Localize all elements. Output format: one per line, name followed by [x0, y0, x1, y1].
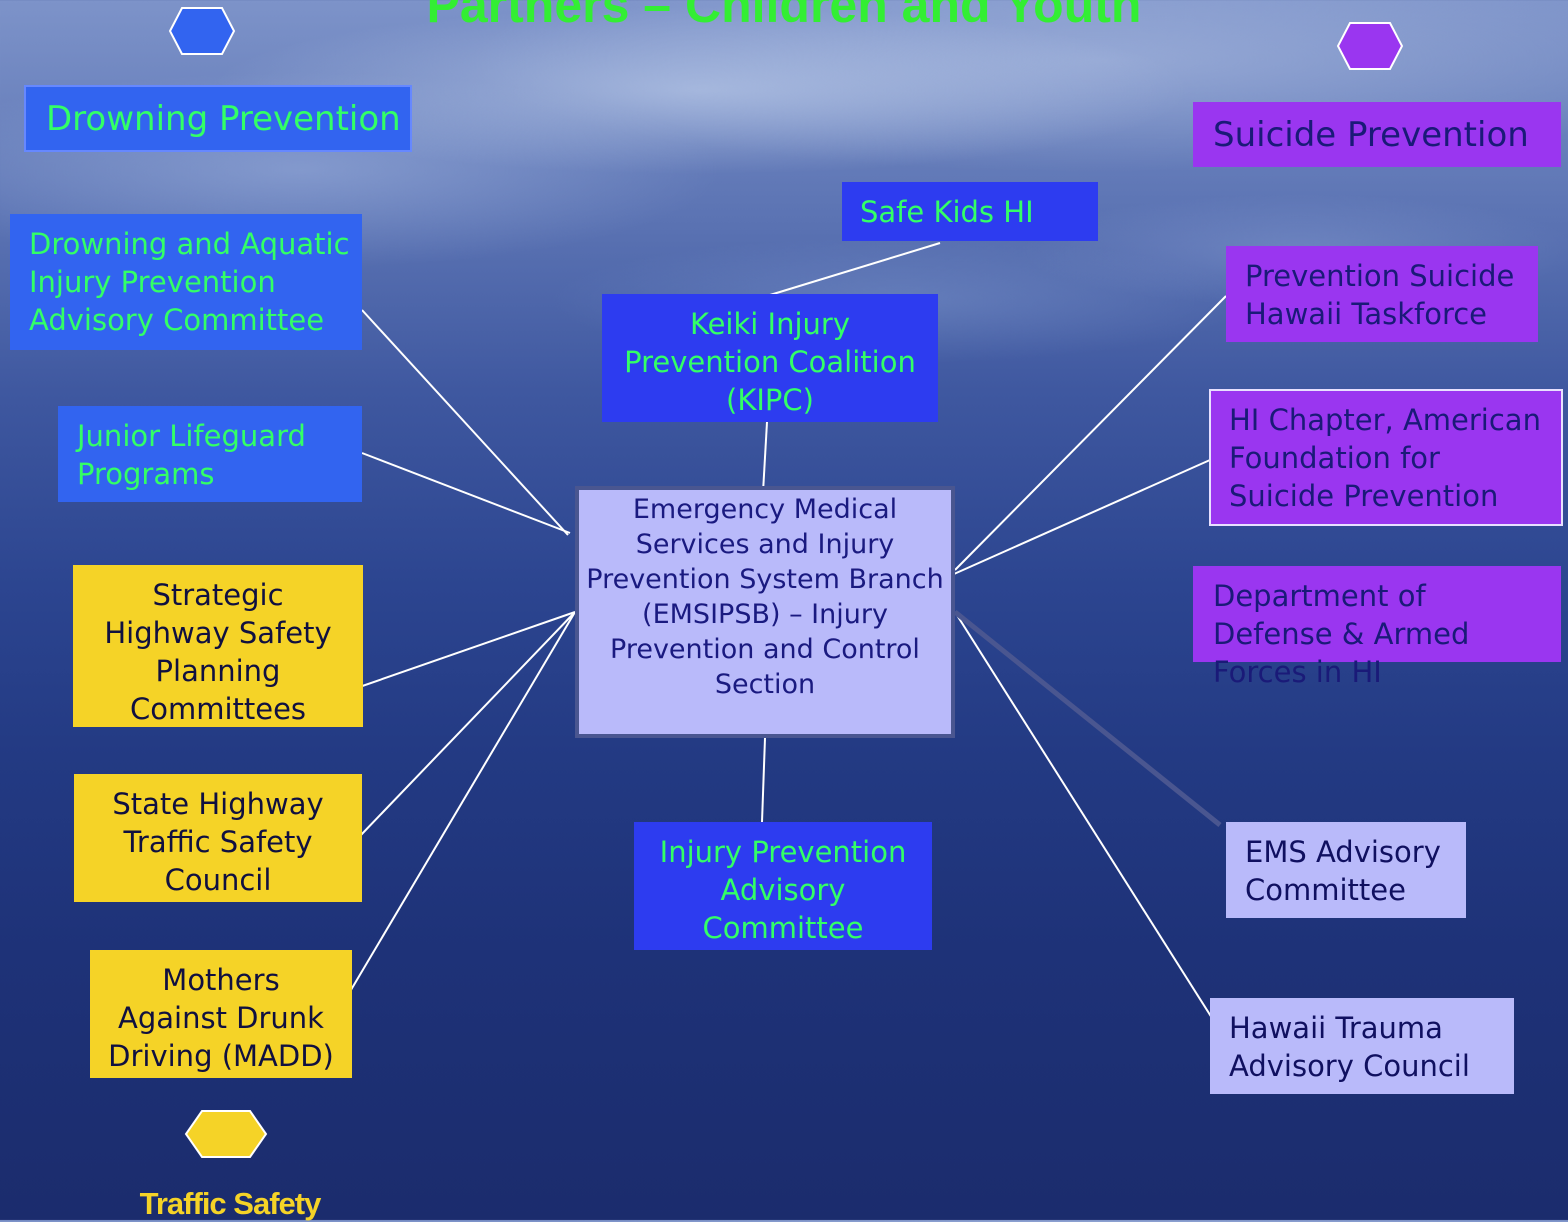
junior-lifeguard-node: Junior Lifeguard Programs: [58, 406, 362, 502]
connector-center-ems: [953, 610, 1222, 827]
connector-state-center: [359, 611, 576, 837]
page-title: Partners – Children and Youth: [426, 0, 1142, 33]
afsp-node: HI Chapter, American Foundation for Suic…: [1209, 389, 1563, 526]
traffic-safety-label: Traffic Safety: [139, 1186, 322, 1221]
ems-advisory-node: EMS Advisory Committee: [1226, 822, 1466, 918]
drowning-prevention-label: Drowning Prevention: [24, 85, 412, 152]
strategic-highway-node: Strategic Highway Safety Planning Commit…: [73, 565, 363, 727]
dod-node: Department of Defense & Armed Forces in …: [1193, 566, 1561, 689]
suicide-prevention-label: Suicide Prevention: [1193, 102, 1561, 167]
connector-suicide-center: [954, 295, 1227, 571]
emsipsb-center-node: Emergency Medical Services and Injury Pr…: [575, 486, 955, 738]
kipc-node: Keiki Injury Prevention Coalition (KIPC): [602, 294, 938, 422]
suicide-hexagon-icon: [1336, 22, 1404, 70]
connector-center-injury: [761, 737, 766, 823]
madd-node: Mothers Against Drunk Driving (MADD): [90, 950, 352, 1078]
trauma-council-node: Hawaii Trauma Advisory Council: [1210, 998, 1514, 1094]
connector-drowning-center: [361, 309, 569, 536]
state-highway-node: State Highway Traffic Safety Council: [74, 774, 362, 902]
safe-kids-node: Safe Kids HI: [842, 182, 1098, 241]
connector-safekids-kipc: [769, 242, 941, 296]
connector-lifeguard-center: [361, 452, 571, 534]
traffic-hexagon-icon: [184, 1110, 268, 1158]
connector-strategic-center: [344, 611, 576, 693]
drowning-hexagon-icon: [168, 7, 236, 55]
injury-advisory-node: Injury Prevention Advisory Committee: [634, 822, 932, 950]
prevention-suicide-node: Prevention Suicide Hawaii Taskforce: [1226, 246, 1538, 342]
connector-madd-center: [344, 611, 576, 1001]
connector-center-trauma: [954, 611, 1213, 1019]
drowning-committee-node: Drowning and Aquatic Injury Prevention A…: [10, 214, 362, 350]
connector-afsp-center: [944, 459, 1211, 579]
